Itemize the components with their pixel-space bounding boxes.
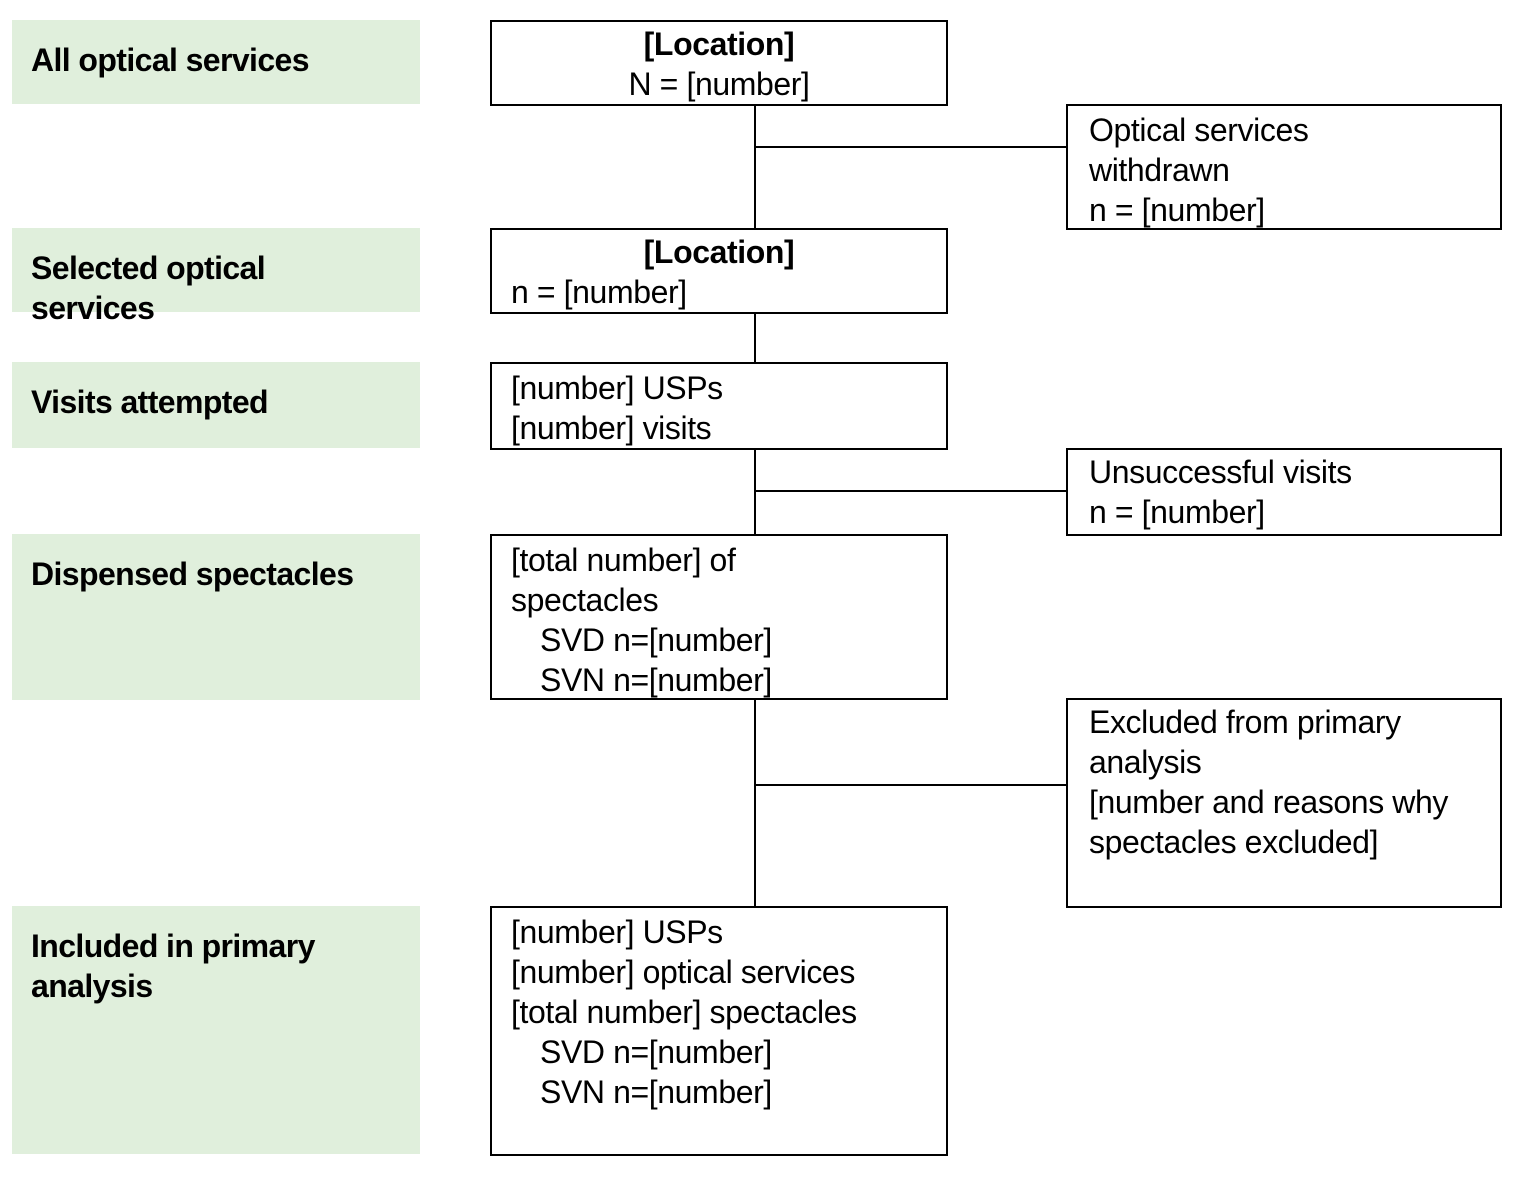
stage-label-selected-optical-services: Selected optical services [12,228,420,326]
stage-label-all-optical-services: All optical services [12,20,420,104]
box-count: n = [number] [511,274,687,310]
box-withdrawn-label: Optical services withdrawn [1089,112,1309,188]
box-svd-count: SVD n=[number] [540,622,772,658]
box-usps-count: [number] USPs [511,370,723,406]
box-unsuccessful-visits: Unsuccessful visits n = [number] [1066,448,1502,536]
box-count: N = [number] [628,66,810,102]
box-location-title: [Location] [643,234,795,270]
box-location-title: [Location] [643,26,795,62]
box-svn-count: SVN n=[number] [540,662,772,698]
box-optical-services-count: [number] optical services [511,954,855,990]
connector-all-to-selected [754,104,756,230]
connector-selected-to-visits [754,312,756,364]
box-excluded-label: Excluded from primary analysis [1089,704,1401,780]
box-excluded-from-primary-analysis: Excluded from primary analysis [number a… [1066,698,1502,908]
box-withdrawn-count: n = [number] [1089,192,1265,228]
stage-label-dispensed-spectacles: Dispensed spectacles [12,534,420,700]
box-dispensed-spectacles: [total number] of spectacles SVD n=[numb… [490,534,948,700]
box-unsuccessful-count: n = [number] [1089,494,1265,530]
box-total-spectacles: [total number] of spectacles [511,542,736,618]
connector-visits-to-dispensed [754,448,756,536]
box-usps-count: [number] USPs [511,914,723,950]
stage-label-included-in-primary-analysis: Included in primary analysis [12,906,420,1154]
connector-to-excluded [754,784,1066,786]
connector-to-unsuccessful [754,490,1066,492]
box-included-primary-analysis: [number] USPs [number] optical services … [490,906,948,1156]
stage-label-visits-attempted: Visits attempted [12,362,420,448]
box-visits-attempted: [number] USPs [number] visits [490,362,948,450]
box-all-optical-services: [Location] N = [number] [490,20,948,106]
connector-dispensed-to-included [754,698,756,908]
box-svn-count: SVN n=[number] [540,1074,772,1110]
box-svd-count: SVD n=[number] [540,1034,772,1070]
box-visits-count: [number] visits [511,410,712,446]
box-selected-optical-services: [Location] n = [number] [490,228,948,314]
connector-to-withdrawn [754,146,1066,148]
box-total-spectacles: [total number] spectacles [511,994,857,1030]
box-unsuccessful-label: Unsuccessful visits [1089,454,1352,490]
box-optical-services-withdrawn: Optical services withdrawn n = [number] [1066,104,1502,230]
box-excluded-reasons: [number and reasons why spectacles exclu… [1089,784,1449,860]
